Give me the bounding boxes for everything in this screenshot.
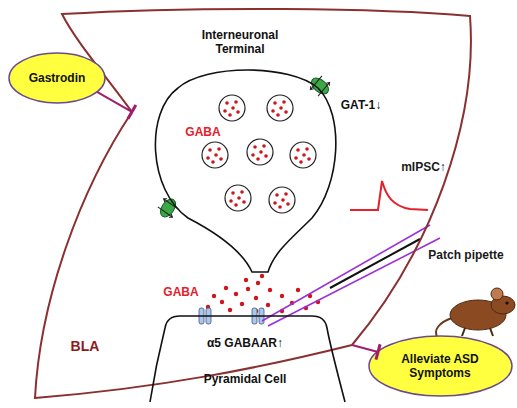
region-label: BLA [55,338,115,354]
mouse-ear [491,288,503,300]
gaba-dot [268,288,272,292]
mouse-eye [505,301,508,304]
interneuron-terminal: Interneuronal TerminalGABAGAT-1↓ [140,22,380,284]
gaba-dot [256,281,260,285]
gaba-dot [212,294,216,298]
mouse-legs [462,328,493,336]
transporter-body [157,196,178,219]
mouse-drawing [426,288,515,342]
synaptic-vesicle [267,95,293,121]
synaptic-vesicle [290,142,316,168]
gaba-dot [220,300,224,304]
gat1-transporter [307,73,334,100]
node-outline [140,305,350,403]
synaptic-vesicle [202,142,228,168]
cell-title: Pyramidal Cell [190,372,300,386]
instrument-label: Patch pipette [418,248,514,262]
mipsc-trace [350,181,428,210]
gaba-dot [266,303,270,307]
synaptic-vesicle [269,187,295,213]
pyramidal-cell: α5 GABAAR↑ Pyramidal Cell [140,305,350,403]
gaba-dot [296,288,300,292]
gaba-dot [280,294,284,298]
inhibition-arrow [352,345,378,352]
gaba-dot [254,296,258,300]
transporter-body [308,75,331,97]
drug-name: Gastrodin [8,71,106,85]
vesicles [202,95,316,213]
cell-title: Interneuronal Terminal [185,28,295,56]
drug-ellipse: Gastrodin [8,52,106,104]
transmitter-label: GABA [160,285,202,299]
transporter-arrows [309,75,331,98]
gaba-dot [260,274,264,278]
gaba-dot [244,278,248,282]
node-outline [140,22,380,284]
inhibition-arrow [97,92,132,112]
transporter-label: GAT-1↓ [336,98,386,112]
gaba-dot [246,287,250,291]
synaptic-vesicle [247,139,273,165]
transmitter-label: GABA [178,125,228,139]
synaptic-vesicle [219,95,245,121]
synaptic-vesicle [225,185,251,211]
gaba-dot [234,292,238,296]
gaba-dot [228,308,232,312]
outcome-ellipse: Alleviate ASD Symptoms [368,335,513,397]
gaba-dot [224,286,228,290]
electrode-wire [330,239,420,288]
outcome-text: Alleviate ASD Symptoms [390,352,490,380]
receptor-label: α5 GABAAR↑ [195,336,295,350]
membrane-outline [150,316,345,402]
gaba-dot [240,302,244,306]
measurement-label: mIPSC↑ [396,160,451,174]
pipette-wall [262,225,430,321]
ellipse-outline [369,336,512,396]
membrane-outline [155,70,335,272]
ellipse-outline [9,53,105,103]
